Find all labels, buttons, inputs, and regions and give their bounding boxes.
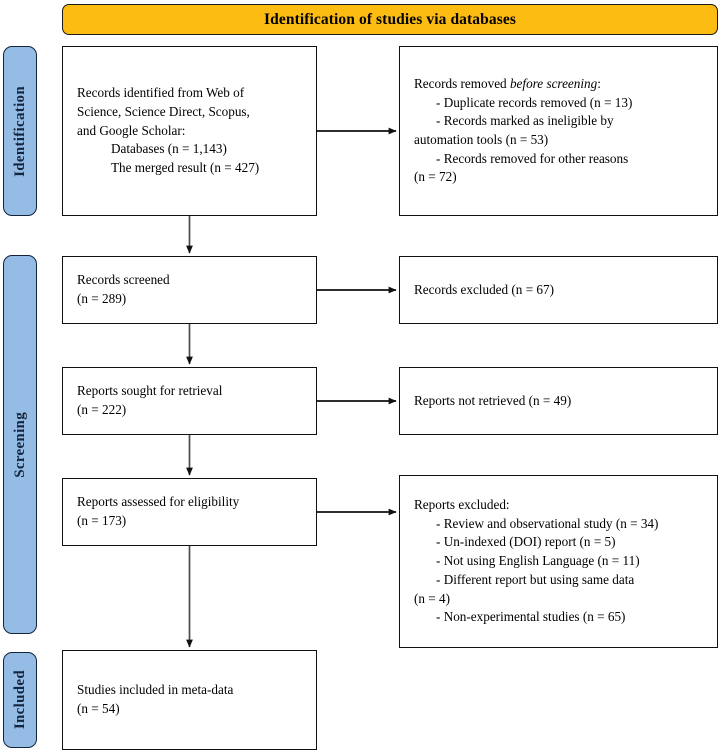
records-removed-ineligible-line-2: automation tools (n = 53)	[414, 132, 549, 147]
reports-excluded-review: - Review and observational study (n = 34…	[436, 515, 659, 531]
records-identified-merged-count: The merged result (n = 427)	[111, 160, 260, 176]
records-removed-heading: Records removed before screening:	[414, 75, 707, 94]
reports-sought-count: (n = 222)	[77, 402, 127, 417]
records-removed-duplicates: - Duplicate records removed (n = 13)	[436, 94, 633, 110]
records-removed-other-line-1: - Records removed for other reasons	[436, 150, 629, 166]
studies-included-count: (n = 54)	[77, 701, 120, 716]
reports-excluded-nonexperimental: - Non-experimental studies (n = 65)	[436, 609, 626, 625]
stage-label-identification: Identification	[3, 46, 37, 216]
box-reports-not-retrieved: Reports not retrieved (n = 49)	[399, 367, 718, 435]
box-reports-sought-for-retrieval: Reports sought for retrieval (n = 222)	[62, 367, 317, 435]
records-excluded-label: Records excluded (n = 67)	[414, 281, 555, 297]
reports-not-retrieved-label: Reports not retrieved (n = 49)	[414, 392, 572, 408]
studies-included-label: Studies included in meta-data	[77, 682, 234, 698]
stage-label-included: Included	[3, 652, 37, 748]
stage-label-identification-text: Identification	[11, 85, 28, 177]
box-records-excluded: Records excluded (n = 67)	[399, 256, 718, 324]
records-identified-line-3: and Google Scholar:	[77, 122, 186, 138]
records-removed-heading-pre: Records removed	[414, 75, 510, 91]
reports-excluded-heading: Reports excluded:	[414, 496, 510, 512]
stage-label-screening: Screening	[3, 255, 37, 634]
records-removed-other-line-2: (n = 72)	[414, 169, 457, 185]
diagram-title: Identification of studies via databases	[264, 10, 516, 28]
reports-assessed-label: Reports assessed for eligibility	[77, 494, 240, 510]
records-identified-databases-count: Databases (n = 1,143)	[111, 141, 227, 157]
reports-excluded-unindexed: - Un-indexed (DOI) report (n = 5)	[436, 534, 616, 550]
box-reports-excluded: Reports excluded: - Review and observati…	[399, 475, 718, 648]
records-identified-line-2: Science, Science Direct, Scopus,	[77, 103, 250, 119]
records-screened-label: Records screened	[77, 272, 170, 288]
reports-excluded-samedata-line-1: - Different report but using same data	[436, 571, 635, 587]
reports-assessed-count: (n = 173)	[77, 513, 127, 528]
box-records-removed-before-screening: Records removed before screening: - Dupl…	[399, 46, 718, 216]
diagram-header-banner: Identification of studies via databases	[62, 4, 718, 35]
stage-label-screening-text: Screening	[11, 411, 28, 478]
box-studies-included: Studies included in meta-data (n = 54)	[62, 650, 317, 750]
records-removed-heading-post: :	[597, 75, 601, 91]
records-screened-count: (n = 289)	[77, 291, 127, 306]
stage-label-included-text: Included	[11, 670, 28, 730]
records-removed-heading-emphasis: before screening	[509, 75, 598, 91]
records-identified-line-1: Records identified from Web of	[77, 85, 245, 101]
box-records-screened: Records screened (n = 289)	[62, 256, 317, 324]
records-removed-ineligible-line-1: - Records marked as ineligible by	[436, 113, 614, 129]
box-records-identified: Records identified from Web of Science, …	[62, 46, 317, 216]
reports-excluded-samedata-line-2: (n = 4)	[414, 590, 451, 606]
reports-sought-label: Reports sought for retrieval	[77, 383, 223, 399]
reports-excluded-language: - Not using English Language (n = 11)	[436, 553, 640, 569]
box-reports-assessed-for-eligibility: Reports assessed for eligibility (n = 17…	[62, 478, 317, 546]
